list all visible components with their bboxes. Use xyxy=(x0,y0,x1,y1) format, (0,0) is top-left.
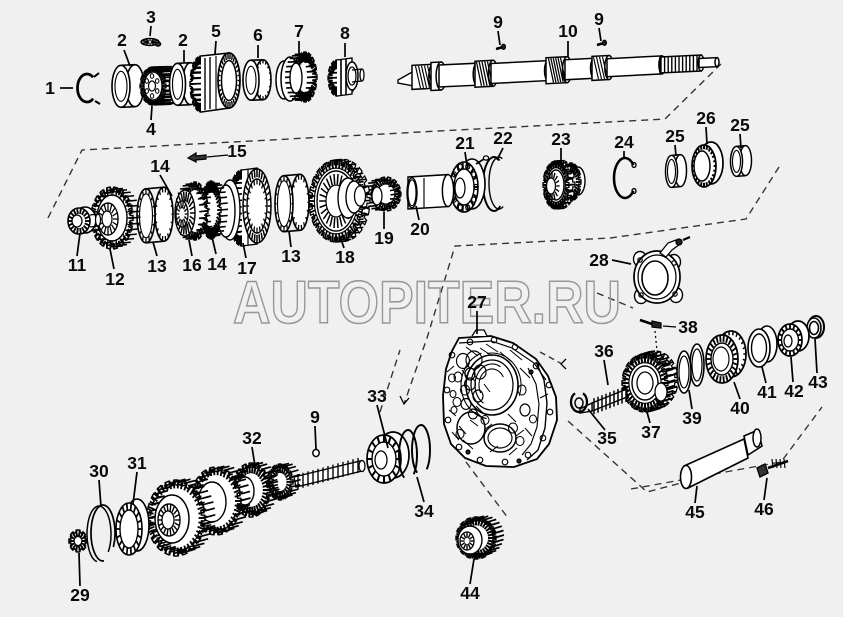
svg-text:9: 9 xyxy=(493,12,503,32)
svg-text:13: 13 xyxy=(281,246,301,266)
svg-text:28: 28 xyxy=(589,250,609,270)
svg-text:30: 30 xyxy=(89,461,109,481)
svg-text:31: 31 xyxy=(127,453,147,473)
svg-text:18: 18 xyxy=(335,247,355,267)
svg-text:25: 25 xyxy=(665,126,685,146)
svg-text:9: 9 xyxy=(310,407,320,427)
svg-text:33: 33 xyxy=(367,386,387,406)
svg-text:13: 13 xyxy=(147,256,167,276)
svg-text:3: 3 xyxy=(146,7,156,27)
svg-text:37: 37 xyxy=(641,422,660,442)
svg-text:39: 39 xyxy=(682,408,702,428)
svg-text:32: 32 xyxy=(242,428,262,448)
svg-text:34: 34 xyxy=(414,501,434,521)
svg-text:46: 46 xyxy=(754,499,774,519)
svg-text:10: 10 xyxy=(558,21,578,41)
svg-text:42: 42 xyxy=(784,381,804,401)
svg-text:4: 4 xyxy=(146,119,156,139)
svg-text:8: 8 xyxy=(340,23,350,43)
svg-text:2: 2 xyxy=(117,30,127,50)
svg-text:41: 41 xyxy=(757,382,777,402)
svg-text:5: 5 xyxy=(211,21,221,41)
svg-text:25: 25 xyxy=(730,115,750,135)
svg-text:43: 43 xyxy=(808,372,828,392)
svg-text:1: 1 xyxy=(45,78,55,98)
svg-text:44: 44 xyxy=(460,583,480,603)
svg-text:11: 11 xyxy=(68,255,87,275)
svg-text:16: 16 xyxy=(182,255,202,275)
svg-text:17: 17 xyxy=(237,258,256,278)
svg-text:6: 6 xyxy=(253,25,263,45)
svg-text:15: 15 xyxy=(227,141,247,161)
svg-text:12: 12 xyxy=(105,269,125,289)
svg-text:14: 14 xyxy=(150,156,170,176)
svg-text:35: 35 xyxy=(597,428,617,448)
svg-text:45: 45 xyxy=(685,502,705,522)
svg-text:19: 19 xyxy=(374,228,394,248)
svg-text:24: 24 xyxy=(614,132,634,152)
svg-text:7: 7 xyxy=(294,21,304,41)
svg-text:40: 40 xyxy=(730,398,750,418)
svg-text:20: 20 xyxy=(410,219,430,239)
svg-text:36: 36 xyxy=(594,341,614,361)
svg-text:38: 38 xyxy=(678,317,698,337)
svg-text:21: 21 xyxy=(455,133,475,153)
svg-text:9: 9 xyxy=(594,9,604,29)
svg-text:23: 23 xyxy=(551,129,571,149)
svg-text:26: 26 xyxy=(696,108,716,128)
svg-text:AUTOPITER.RU: AUTOPITER.RU xyxy=(233,269,621,336)
svg-text:2: 2 xyxy=(178,30,188,50)
svg-text:22: 22 xyxy=(493,128,513,148)
svg-text:14: 14 xyxy=(207,254,227,274)
svg-text:29: 29 xyxy=(70,585,90,605)
svg-text:27: 27 xyxy=(467,292,486,312)
